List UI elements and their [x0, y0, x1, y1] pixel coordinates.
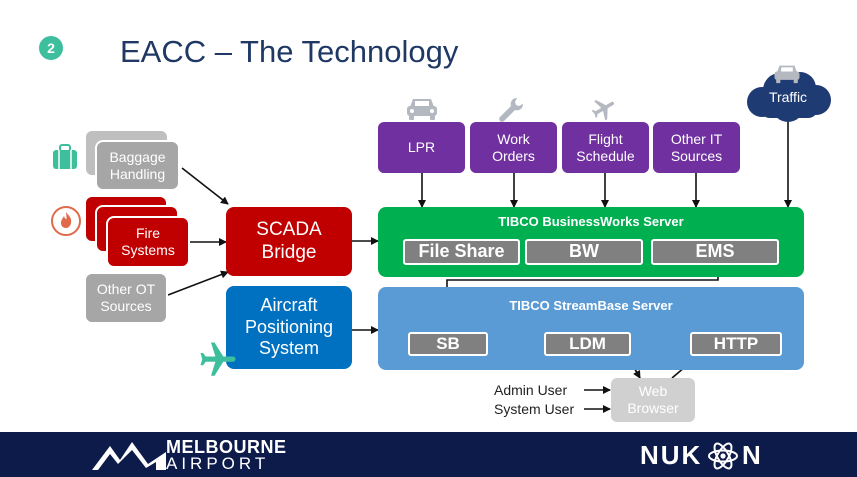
fire-icon [51, 206, 81, 236]
scada-bridge-box: SCADA Bridge [226, 207, 352, 276]
car-icon [407, 99, 437, 120]
system-user-label: System User [494, 401, 575, 417]
aircraft-positioning-box: Aircraft Positioning System [226, 286, 352, 369]
lpr-box: LPR [378, 122, 465, 173]
arrow-baggage-scada [181, 167, 229, 205]
baggage-handling-box: Baggage Handling [95, 140, 180, 191]
number-badge-icon: 2 [39, 36, 63, 60]
nukon-logo-left: NUK [640, 440, 703, 470]
traffic-label: Traffic [768, 89, 808, 105]
ems-chip: EMS [651, 239, 779, 265]
arrow-ot-scada [167, 270, 229, 296]
ldm-chip: LDM [544, 332, 631, 356]
slide-number: 2 [47, 40, 55, 56]
aircraft-icon [200, 342, 236, 376]
atom-icon [708, 442, 738, 470]
melbourne-line2: AIRPORT [166, 454, 270, 473]
other-ot-sources-box: Other OT Sources [84, 272, 168, 324]
fire-systems-box: Fire Systems [106, 216, 190, 268]
melbourne-logo-icon [92, 442, 166, 470]
businessworks-title: TIBCO BusinessWorks Server [498, 214, 684, 229]
streambase-title: TIBCO StreamBase Server [509, 298, 673, 313]
sb-chip: SB [408, 332, 488, 356]
traffic-car-icon [774, 65, 800, 84]
other-it-sources-box: Other IT Sources [653, 122, 740, 173]
businessworks-server: TIBCO BusinessWorks Server File Share BW… [378, 207, 804, 277]
plane-icon [591, 100, 615, 121]
admin-user-label: Admin User [494, 382, 568, 398]
suitcase-icon [53, 144, 77, 169]
melbourne-line1: MELBOURNE [166, 437, 287, 457]
bw-chip: BW [525, 239, 643, 265]
flight-schedule-box: Flight Schedule [562, 122, 649, 173]
http-chip: HTTP [690, 332, 782, 356]
web-browser-box: Web Browser [611, 378, 695, 422]
nukon-logo-right: N [742, 440, 761, 470]
wrench-icon [499, 97, 524, 122]
cloud-icon [747, 72, 831, 122]
work-orders-box: Work Orders [470, 122, 557, 173]
streambase-server: TIBCO StreamBase Server SB LDM HTTP [378, 287, 804, 370]
file-share-chip: File Share [403, 239, 520, 265]
page-title: EACC – The Technology [120, 34, 459, 69]
